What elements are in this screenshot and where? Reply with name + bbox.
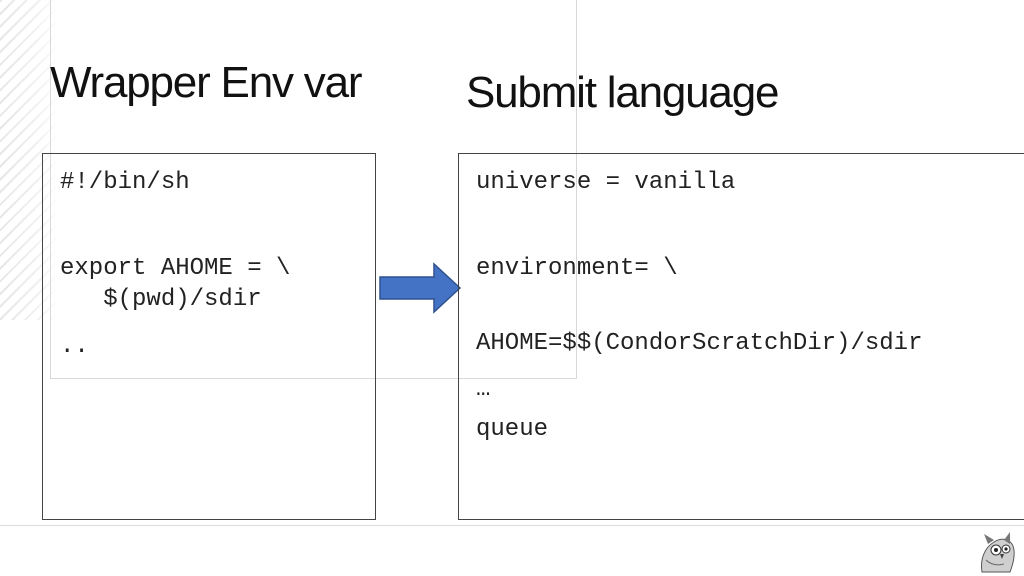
submit-code-box <box>458 153 1024 520</box>
submit-language-title: Submit language <box>466 68 779 117</box>
wrapper-code-line-4: .. <box>60 333 89 360</box>
wrapper-code-box <box>42 153 376 520</box>
submit-code-line-1: universe = vanilla <box>476 169 736 196</box>
wrapper-env-var-title: Wrapper Env var <box>50 58 363 107</box>
wrapper-code-line-3: $(pwd)/sdir <box>60 286 262 313</box>
right-arrow-icon <box>379 262 462 314</box>
wrapper-code-line-1: #!/bin/sh <box>60 169 190 196</box>
submit-code-line-3: AHOME=$$(CondorScratchDir)/sdir <box>476 330 923 357</box>
faint-frame <box>50 0 577 379</box>
submit-code-line-2: environment= \ <box>476 255 678 282</box>
owl-logo-icon <box>981 532 1015 573</box>
submit-code-line-4: … <box>476 376 491 403</box>
footer-divider <box>0 525 1024 526</box>
wrapper-code-line-2: export AHOME = \ <box>60 255 291 282</box>
submit-code-line-5: queue <box>476 416 549 443</box>
